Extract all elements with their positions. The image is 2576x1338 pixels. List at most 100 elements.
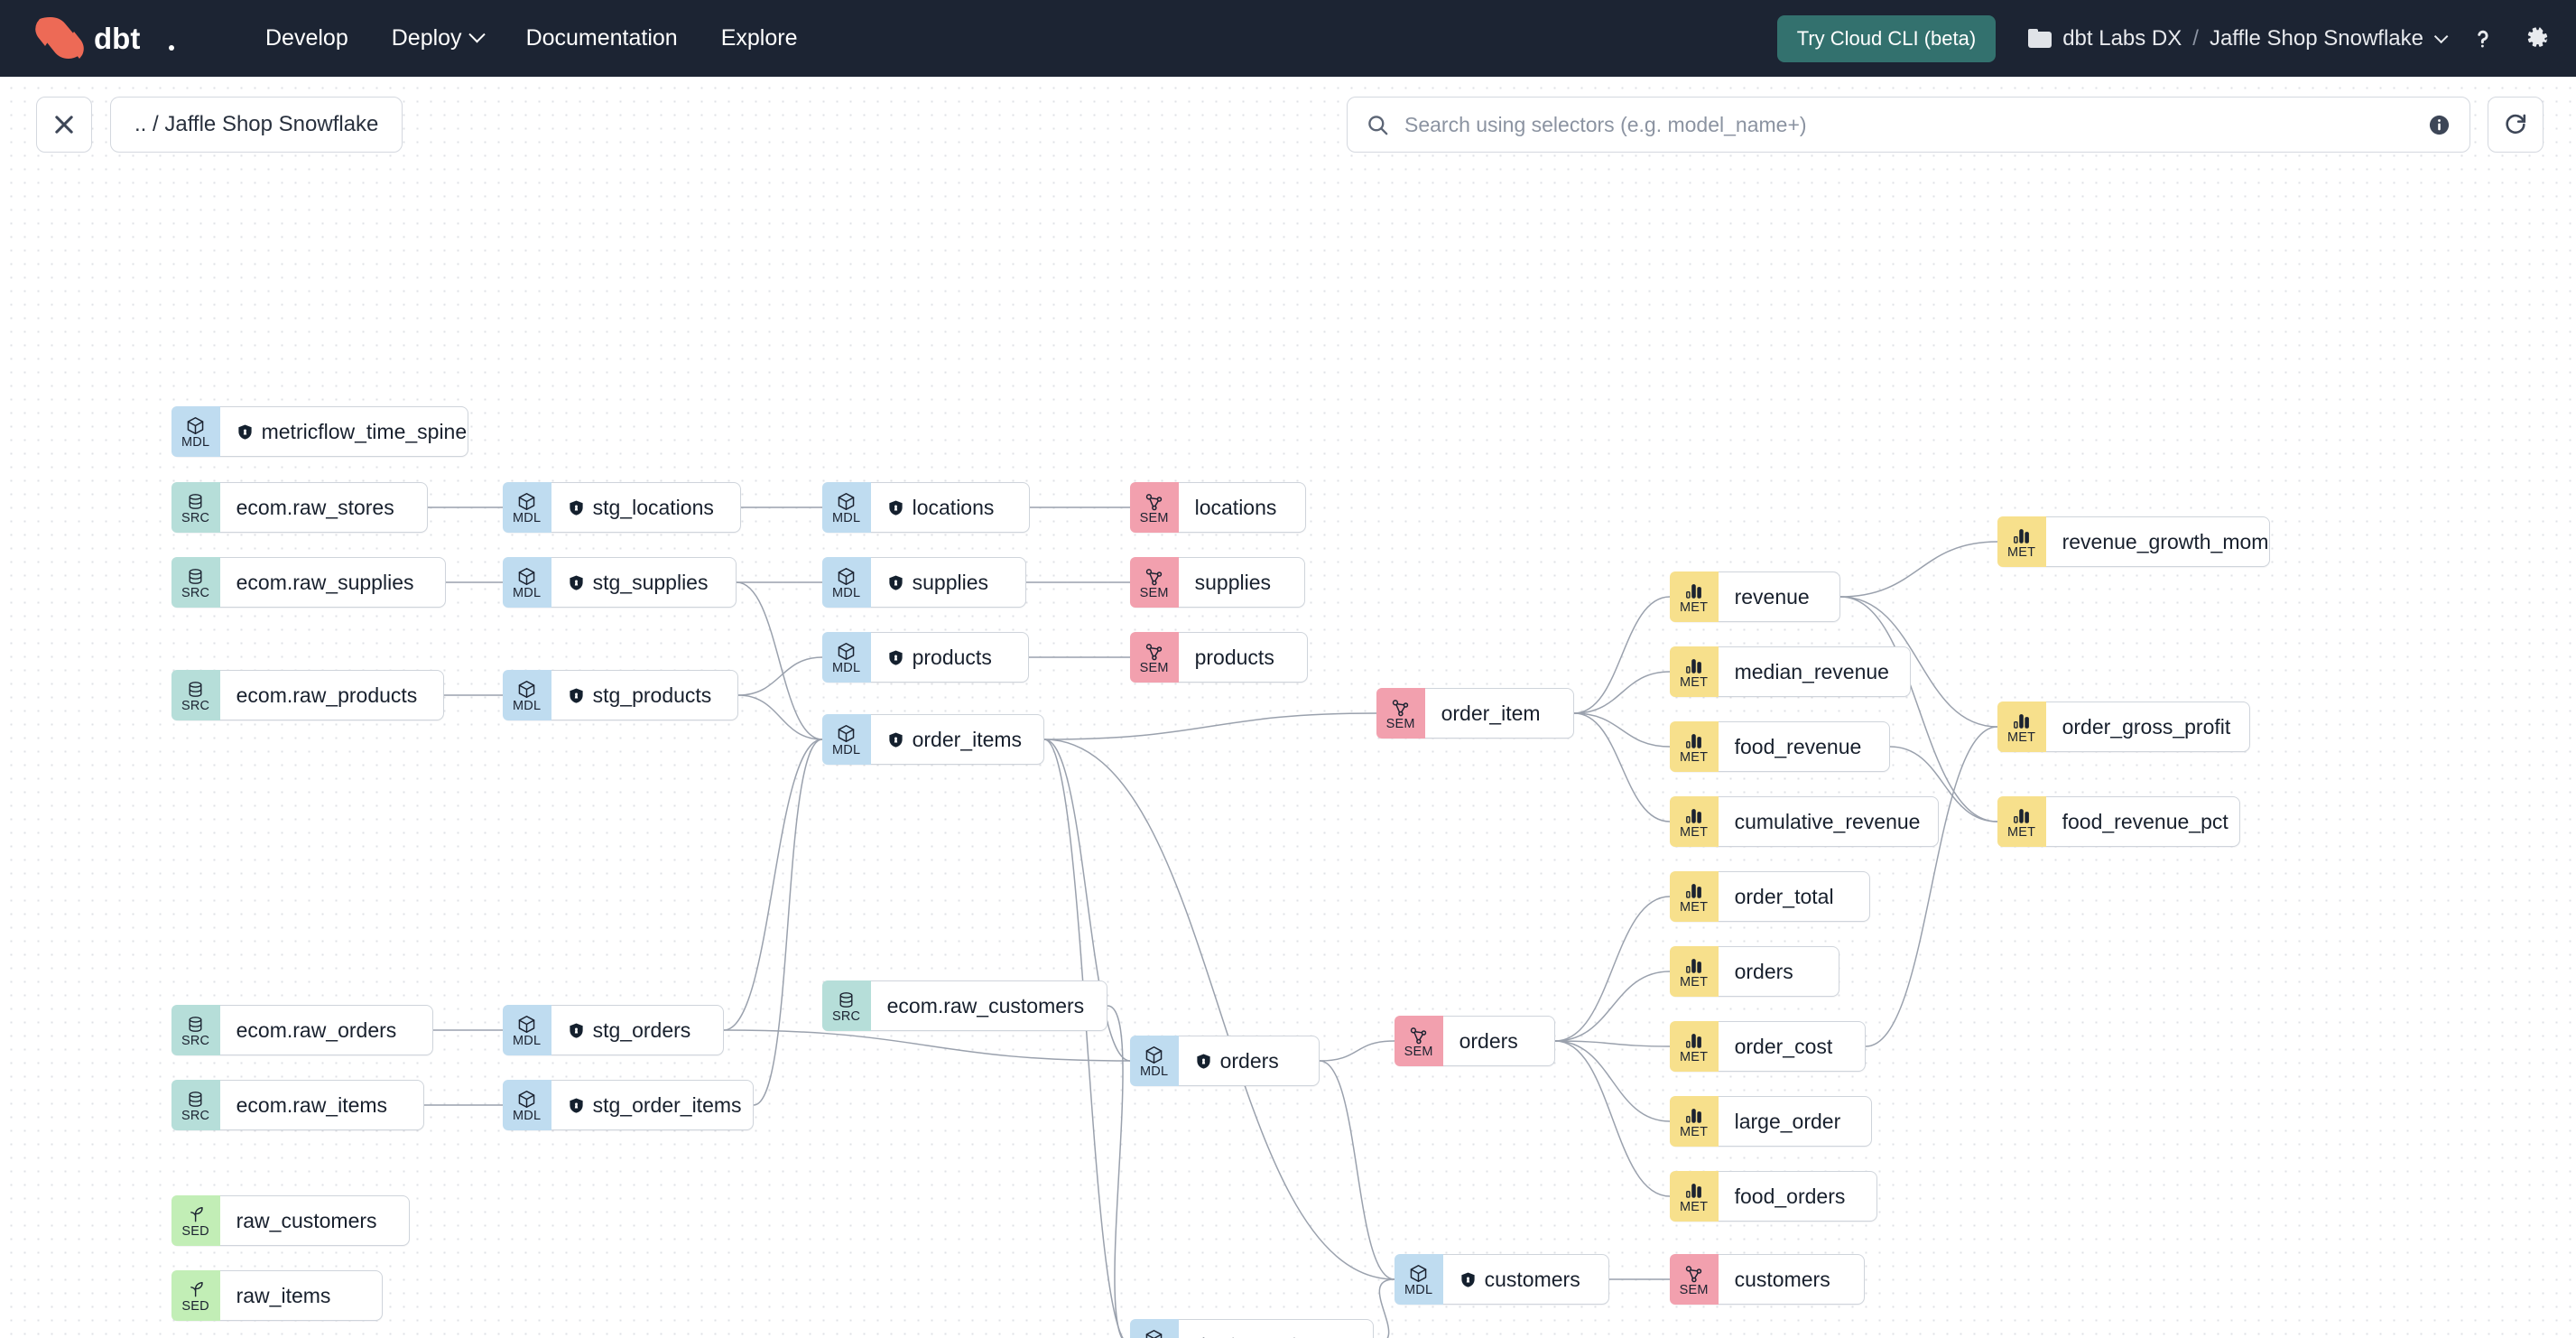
node-label-wrap: customers	[1719, 1255, 1847, 1304]
node-type-badge-src: SRC	[171, 481, 220, 534]
search-input[interactable]	[1404, 112, 2413, 137]
lineage-node-stg_products[interactable]: MDL stg_products	[502, 669, 738, 721]
info-icon[interactable]	[2427, 113, 2451, 137]
lineage-node-stg_customers[interactable]: MDL stg_customers	[1129, 1318, 1374, 1338]
lineage-node-ecom_raw_customers[interactable]: SRC ecom.raw_customers	[821, 980, 1107, 1032]
account-project-breadcrumb[interactable]: dbt Labs DX / Jaffle Shop Snowflake	[2028, 25, 2449, 51]
nav-link-explore[interactable]: Explore	[700, 16, 820, 60]
lineage-node-locations_mdl[interactable]: MDL locations	[821, 481, 1030, 534]
semantic-model-icon	[1144, 641, 1164, 661]
node-type-label: MDL	[832, 511, 861, 526]
node-type-label: MDL	[832, 661, 861, 676]
lineage-edge	[737, 694, 823, 740]
try-cloud-cli-button[interactable]: Try Cloud CLI (beta)	[1776, 14, 1997, 62]
source-icon	[186, 566, 205, 586]
lineage-node-ecom_raw_orders[interactable]: SRC ecom.raw_orders	[171, 1004, 433, 1056]
lineage-edge	[1865, 726, 1998, 1047]
lineage-node-stg_supplies[interactable]: MDL stg_supplies	[502, 556, 737, 609]
lineage-node-order_cost[interactable]: MET order_cost	[1669, 1020, 1866, 1073]
lineage-node-orders_sem[interactable]: SEM orders	[1394, 1015, 1555, 1067]
nav-link-develop[interactable]: Develop	[244, 16, 370, 60]
node-label-wrap: products	[1179, 633, 1291, 682]
search-bar[interactable]	[1347, 97, 2470, 153]
seed-icon	[186, 1204, 206, 1224]
lineage-node-raw_items[interactable]: SED raw_items	[171, 1269, 383, 1322]
node-type-label: SEM	[1679, 1283, 1709, 1298]
lineage-edge	[1554, 1040, 1671, 1197]
lineage-node-order_total[interactable]: MET order_total	[1669, 870, 1870, 923]
lineage-node-supplies_sem[interactable]: SEM supplies	[1129, 556, 1305, 609]
lineage-node-order_items_mdl[interactable]: MDL order_items	[821, 713, 1044, 766]
node-label: food_orders	[1734, 1184, 1846, 1208]
lineage-node-ecom_raw_supplies[interactable]: SRC ecom.raw_supplies	[171, 556, 446, 609]
node-label: order_cost	[1734, 1034, 1833, 1058]
lineage-node-order_item_sem[interactable]: SEM order_item	[1376, 687, 1574, 739]
metric-icon	[2011, 805, 2032, 825]
lineage-node-customers_sem[interactable]: SEM customers	[1669, 1253, 1865, 1305]
lineage-node-revenue_growth_mom[interactable]: MET revenue_growth_mom	[1997, 516, 2270, 568]
lineage-node-products_mdl[interactable]: MDL products	[821, 631, 1029, 683]
node-label-wrap: metricflow_time_spine	[220, 407, 484, 456]
lineage-node-supplies_mdl[interactable]: MDL supplies	[821, 556, 1026, 609]
lineage-node-orders_met[interactable]: MET orders	[1669, 945, 1839, 998]
lineage-node-locations_sem[interactable]: SEM locations	[1129, 481, 1306, 534]
lineage-node-stg_orders[interactable]: MDL stg_orders	[502, 1004, 724, 1056]
refresh-button[interactable]	[2488, 97, 2544, 153]
help-button[interactable]	[2468, 23, 2498, 54]
node-type-badge-met: MET	[1669, 870, 1719, 923]
node-label-wrap: raw_customers	[220, 1196, 394, 1245]
lineage-node-food_revenue_pct[interactable]: MET food_revenue_pct	[1997, 795, 2240, 848]
model-icon	[836, 723, 857, 743]
node-label: products	[1194, 645, 1274, 669]
lineage-node-metricflow_time_spine[interactable]: MDL metricflow_time_spine	[171, 405, 468, 458]
node-type-label: SEM	[1139, 586, 1169, 601]
close-lineage-button[interactable]	[36, 97, 92, 153]
lineage-node-stg_order_items[interactable]: MDL stg_order_items	[502, 1079, 754, 1131]
node-type-label: SEM	[1385, 717, 1415, 732]
nav-link-explore-label: Explore	[720, 25, 798, 51]
breadcrumb[interactable]: .. / Jaffle Shop Snowflake	[110, 97, 403, 153]
node-label: ecom.raw_customers	[886, 993, 1085, 1017]
nav-link-develop-label: Develop	[265, 25, 348, 51]
node-label: orders	[1459, 1028, 1518, 1053]
account-name: dbt Labs DX	[2062, 25, 2182, 51]
lineage-node-ecom_raw_products[interactable]: SRC ecom.raw_products	[171, 669, 444, 721]
lineage-node-raw_customers[interactable]: SED raw_customers	[171, 1194, 410, 1247]
node-label: stg_products	[592, 683, 712, 707]
node-label: revenue_growth_mom	[2062, 529, 2269, 553]
lineage-node-customers_mdl[interactable]: MDL customers	[1394, 1253, 1609, 1305]
lineage-canvas[interactable]: .. / Jaffle Shop Snowflake MDL	[0, 77, 2576, 1338]
node-label-wrap: order_cost	[1719, 1022, 1849, 1071]
lineage-node-order_gross_profit[interactable]: MET order_gross_profit	[1997, 701, 2250, 753]
node-label: stg_order_items	[592, 1092, 742, 1117]
lineage-node-food_orders[interactable]: MET food_orders	[1669, 1170, 1877, 1222]
lineage-node-products_sem[interactable]: SEM products	[1129, 631, 1308, 683]
node-type-label: SRC	[181, 1034, 210, 1049]
lineage-node-large_order[interactable]: MET large_order	[1669, 1095, 1872, 1148]
lineage-toolbar: .. / Jaffle Shop Snowflake	[0, 77, 2576, 172]
lineage-node-revenue[interactable]: MET revenue	[1669, 571, 1840, 623]
lineage-node-cumulative_revenue[interactable]: MET cumulative_revenue	[1669, 795, 1939, 848]
protected-shield-icon	[888, 575, 903, 590]
model-icon	[516, 679, 537, 699]
node-type-badge-mdl: MDL	[502, 481, 551, 534]
node-type-label: SRC	[181, 699, 210, 714]
chevron-down-icon	[2433, 29, 2449, 44]
protected-shield-icon	[1460, 1272, 1475, 1287]
nav-link-documentation[interactable]: Documentation	[505, 16, 700, 60]
lineage-edge	[737, 656, 823, 696]
lineage-node-orders_mdl[interactable]: MDL orders	[1129, 1035, 1320, 1087]
lineage-node-ecom_raw_stores[interactable]: SRC ecom.raw_stores	[171, 481, 428, 534]
nav-link-deploy[interactable]: Deploy	[370, 16, 505, 60]
lineage-node-ecom_raw_items[interactable]: SRC ecom.raw_items	[171, 1079, 424, 1131]
lineage-node-median_revenue[interactable]: MET median_revenue	[1669, 646, 1911, 698]
metric-icon	[1683, 880, 1704, 900]
metric-icon	[1683, 655, 1704, 675]
lineage-node-food_revenue[interactable]: MET food_revenue	[1669, 720, 1890, 773]
node-label: customers	[1484, 1267, 1580, 1291]
lineage-graph: MDL metricflow_time_spine SRC ecom.raw_s…	[0, 77, 2576, 1338]
dbt-logo[interactable]: dbt	[34, 15, 177, 62]
lineage-node-stg_locations[interactable]: MDL stg_locations	[502, 481, 741, 534]
nav-link-deploy-label: Deploy	[391, 25, 462, 51]
settings-button[interactable]	[2522, 23, 2553, 54]
